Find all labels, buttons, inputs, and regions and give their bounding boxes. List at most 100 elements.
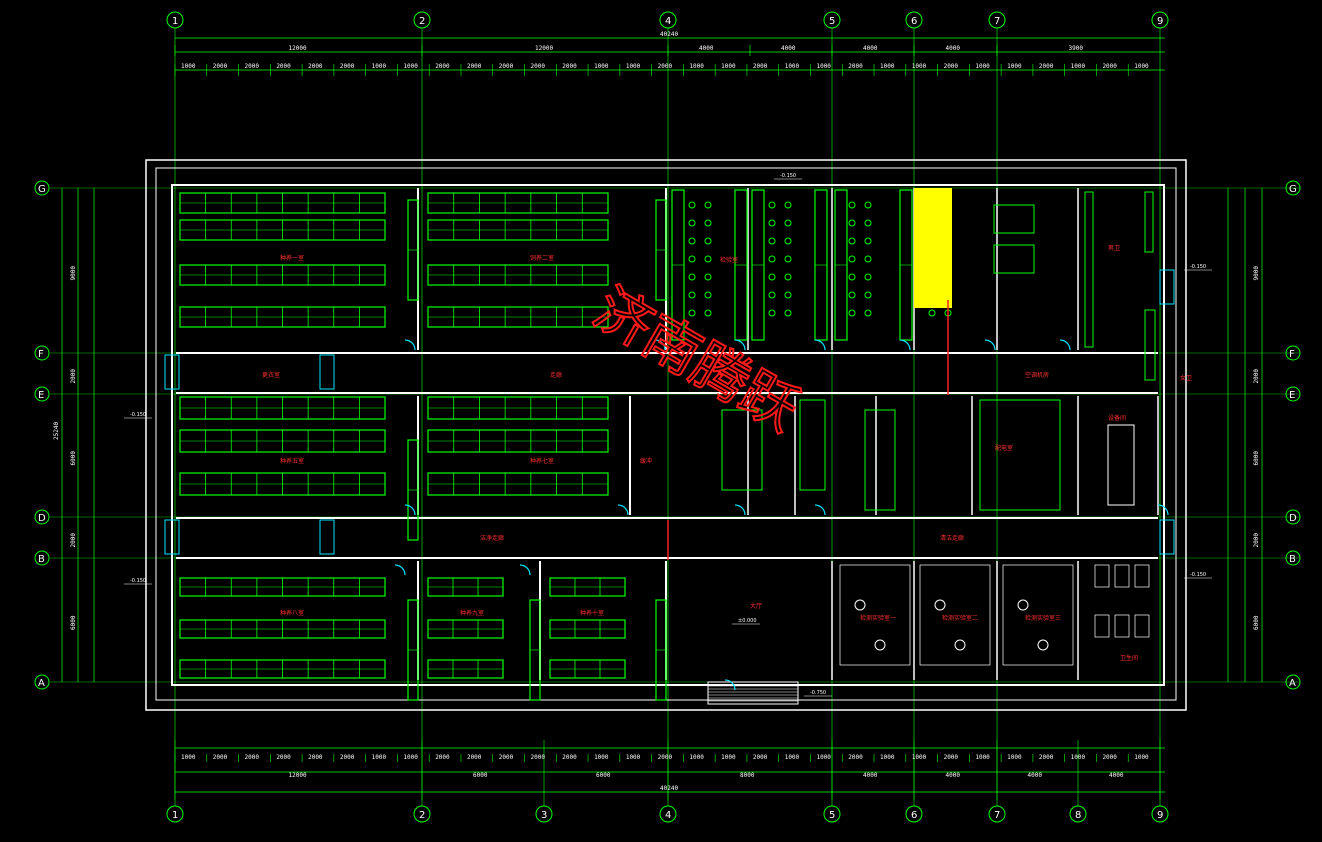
dim-label: 9000 (70, 266, 77, 281)
building-wall (171, 184, 1165, 686)
stool (704, 309, 712, 317)
dim-label: 2000 (276, 63, 291, 70)
dim-label: 1000 (372, 63, 387, 70)
room-label: 缓冲 (640, 457, 652, 465)
double-door (319, 519, 335, 555)
stool (1017, 599, 1029, 611)
grid-label: 6 (911, 810, 917, 821)
dim-label: 1000 (975, 754, 990, 761)
stool (864, 255, 872, 263)
room-label: 走廊 (550, 371, 562, 379)
door-swing (1157, 504, 1169, 516)
stool (784, 273, 792, 281)
stool (784, 291, 792, 299)
dim-label: 25240 (53, 422, 60, 440)
grid-label: F (38, 349, 44, 360)
bench (864, 409, 896, 511)
stool (864, 237, 872, 245)
level-mark: -0.150 (1190, 572, 1206, 578)
stool (688, 255, 696, 263)
room-label: 设备间 (1108, 414, 1126, 422)
dim-label: 4000 (781, 45, 796, 52)
dim-label: 2000 (1253, 533, 1260, 548)
stool (854, 599, 866, 611)
watermark: 济南腾跃 (583, 276, 809, 444)
room-label: 检验室 (720, 256, 738, 264)
dim-label: 1000 (785, 754, 800, 761)
dim-label: 2000 (753, 63, 768, 70)
dim-label: 1000 (626, 754, 641, 761)
overall-dim: 40240 (660, 31, 678, 38)
grid-bubble (34, 509, 50, 525)
equipment (993, 204, 1035, 234)
dim-label: 2000 (467, 63, 482, 70)
dim-label: 2000 (245, 63, 260, 70)
shelf (1144, 191, 1154, 253)
grid-bubble (1151, 11, 1169, 29)
stool (864, 309, 872, 317)
stool (864, 219, 872, 227)
grid-label: A (38, 678, 45, 689)
dim-label: 1000 (1007, 63, 1022, 70)
grid-label: G (1289, 184, 1297, 195)
dim-label: 2000 (499, 754, 514, 761)
room-label: 大厅 (750, 602, 762, 610)
stool (768, 309, 776, 317)
door-swing (984, 339, 996, 351)
dim-label: 4000 (946, 45, 961, 52)
grid-bubble (659, 805, 677, 823)
toilet (1134, 614, 1150, 638)
dim-label: 1000 (689, 63, 704, 70)
stool (864, 291, 872, 299)
grid-bubble (34, 345, 50, 361)
stool (688, 273, 696, 281)
dim-label: 2000 (658, 63, 673, 70)
toilet (1114, 614, 1130, 638)
dim-label: 2000 (562, 63, 577, 70)
grid-bubble (1285, 345, 1301, 361)
double-door (1159, 269, 1175, 305)
dim-label: 2000 (499, 63, 514, 70)
dim-label: 2000 (531, 63, 546, 70)
room-label: 饲养二室 (530, 254, 554, 262)
dim-label: 1000 (1007, 754, 1022, 761)
grid-bubble (413, 11, 431, 29)
grid-bubble (905, 11, 923, 29)
stool (688, 201, 696, 209)
dim-label: 1000 (721, 754, 736, 761)
grid-label: 3 (541, 810, 547, 821)
entrance-steps (707, 681, 799, 705)
grid-bubble (823, 11, 841, 29)
stool (848, 237, 856, 245)
dim-label: 2000 (435, 63, 450, 70)
bench (799, 399, 826, 491)
stool (688, 219, 696, 227)
level-mark: -0.150 (130, 578, 146, 584)
grid-bubble (34, 550, 50, 566)
stool (784, 237, 792, 245)
grid-bubble (34, 674, 50, 690)
grid-label: 1 (172, 810, 178, 821)
stool (848, 219, 856, 227)
door-swing (734, 504, 746, 516)
door-swing (1059, 339, 1071, 351)
grid-label: 5 (829, 16, 835, 27)
grid-label: F (1289, 349, 1295, 360)
stool (704, 201, 712, 209)
dim-label: 1000 (689, 754, 704, 761)
grid-bubble (823, 805, 841, 823)
dim-label: 6000 (596, 772, 611, 779)
stool (848, 291, 856, 299)
grid-bubble (1285, 550, 1301, 566)
dim-label: 2000 (848, 63, 863, 70)
double-door (164, 354, 180, 390)
grid-bubble (1285, 509, 1301, 525)
dim-label: 1000 (594, 63, 609, 70)
dim-label: 8000 (740, 772, 755, 779)
stool (848, 309, 856, 317)
dim-label: 12000 (289, 772, 307, 779)
dim-label: 6000 (473, 772, 488, 779)
dim-label: 2000 (1253, 369, 1260, 384)
grid-bubble (1069, 805, 1087, 823)
